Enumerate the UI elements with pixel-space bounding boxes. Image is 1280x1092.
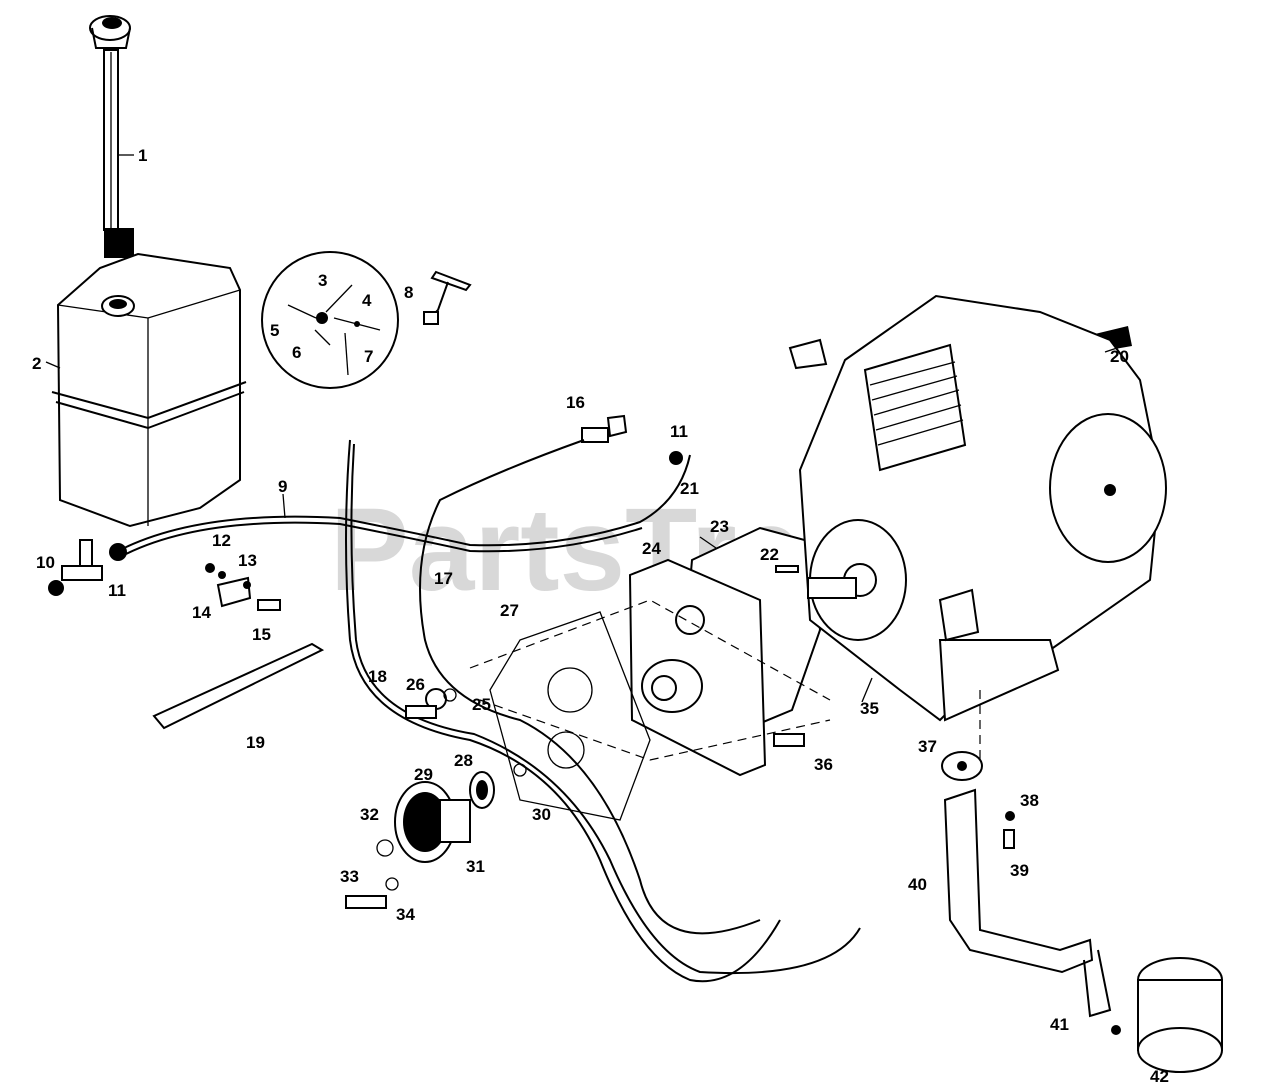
callout-37: 37 — [918, 737, 937, 756]
callout-11b: 11 — [670, 422, 688, 441]
callout-10: 10 — [36, 553, 55, 572]
callout-36: 36 — [814, 755, 833, 774]
bolt-36 — [773, 733, 805, 747]
callout-41: 41 — [1050, 1015, 1069, 1034]
callout-33: 33 — [340, 867, 359, 886]
gasket — [489, 611, 651, 821]
fuel-tank — [51, 252, 247, 528]
callout-30: 30 — [532, 805, 551, 824]
callout-38: 38 — [1020, 791, 1039, 810]
callout-27: 27 — [500, 601, 519, 620]
callout-7: 7 — [364, 347, 373, 366]
shutoff-valve — [48, 539, 127, 596]
clamp-upper — [669, 451, 683, 465]
callout-28: 28 — [454, 751, 473, 770]
callout-20: 20 — [1110, 347, 1129, 366]
t-handle — [423, 270, 472, 325]
callout-32: 32 — [360, 805, 379, 824]
detail-circle — [261, 251, 399, 389]
callout-13: 13 — [238, 551, 257, 570]
callout-24: 24 — [642, 539, 661, 558]
callout-31: 31 — [466, 857, 485, 876]
callout-35: 35 — [860, 699, 879, 718]
callout-5: 5 — [270, 321, 279, 340]
callout-42: 42 — [1150, 1067, 1169, 1086]
callout-25: 25 — [472, 695, 491, 714]
engine — [788, 294, 1167, 722]
alignment-line-1 — [469, 599, 831, 701]
callout-29: 29 — [414, 765, 433, 784]
gear-hardware — [345, 688, 457, 909]
callout-16: 16 — [566, 393, 585, 412]
callout-39: 39 — [1010, 861, 1029, 880]
throttle-control — [419, 414, 761, 935]
callout-3: 3 — [318, 271, 327, 290]
callout-9: 9 — [278, 477, 287, 496]
callout-12: 12 — [212, 531, 231, 550]
exhaust-system — [941, 751, 1223, 1073]
callout-17: 17 — [434, 569, 453, 588]
angle-bracket — [152, 642, 325, 730]
control-cable-18 — [350, 443, 861, 975]
callout-4: 4 — [362, 291, 372, 310]
callout-11a: 11 — [108, 581, 126, 600]
control-cable-17 — [345, 439, 781, 983]
leader-lines — [45, 154, 1127, 703]
callout-22: 22 — [760, 545, 779, 564]
callout-1: 1 — [138, 146, 147, 165]
alignment-line-2 — [479, 699, 831, 761]
pin-22 — [775, 565, 799, 573]
callout-34: 34 — [396, 905, 415, 924]
callout-15: 15 — [252, 625, 271, 644]
fuel-gauge-cap — [89, 15, 134, 258]
callout-40: 40 — [908, 875, 927, 894]
fuel-line — [119, 454, 691, 551]
callout-26: 26 — [406, 675, 425, 694]
mounting-plate — [628, 526, 822, 777]
callout-labels: 1 2 3 4 5 6 7 8 9 10 11 11 12 13 14 15 1… — [32, 146, 1169, 1086]
callout-19: 19 — [246, 733, 265, 752]
callout-14: 14 — [192, 603, 211, 622]
callout-23: 23 — [710, 517, 729, 536]
bracket-hardware — [205, 563, 281, 611]
callout-21: 21 — [680, 479, 699, 498]
callout-18: 18 — [368, 667, 387, 686]
callout-6: 6 — [292, 343, 301, 362]
callout-8: 8 — [404, 283, 413, 302]
callout-2: 2 — [32, 354, 41, 373]
drive-gear — [394, 763, 527, 863]
